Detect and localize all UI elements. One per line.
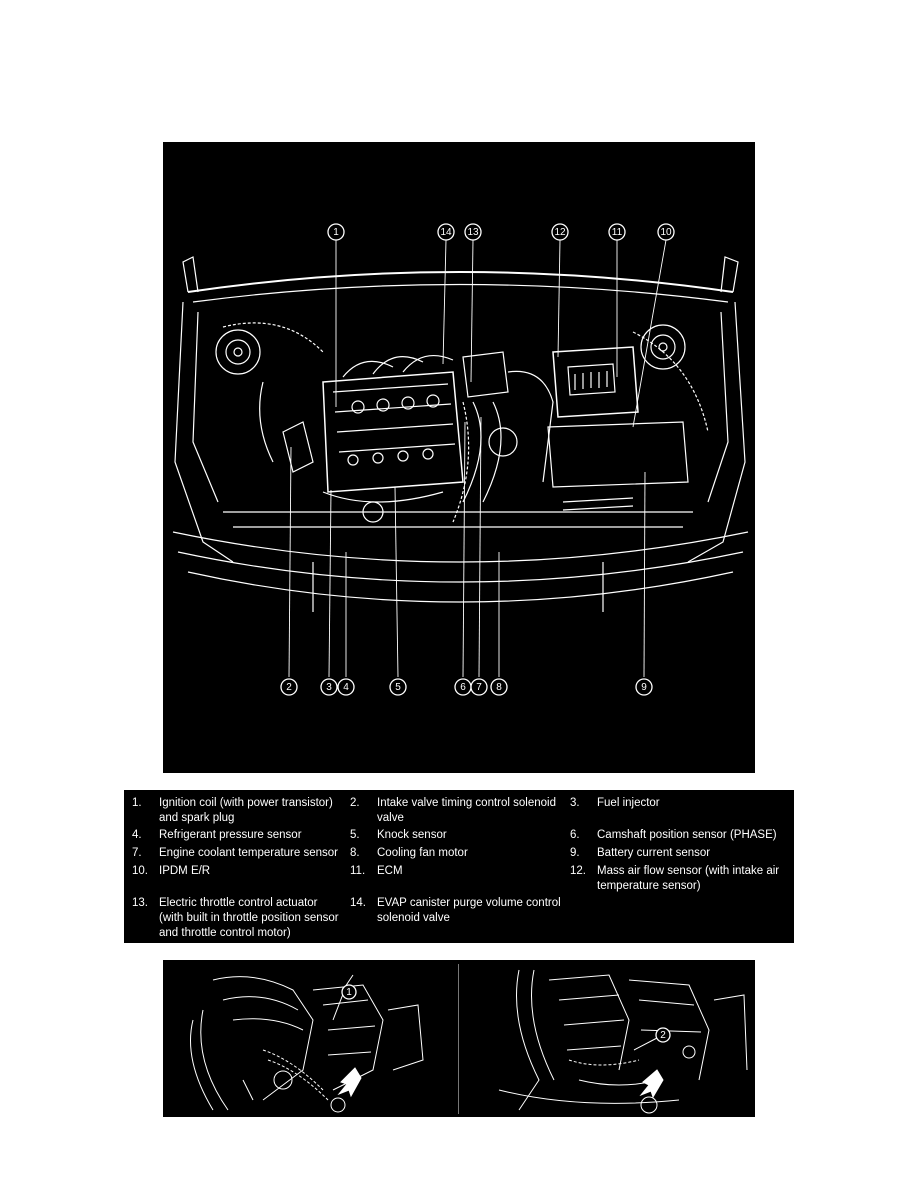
legend-text: EVAP canister purge volume control solen… [377,897,561,924]
detail-right-drawing: 2 [498,969,748,1114]
callout-circle [437,223,455,241]
callout-number: 2 [660,1030,666,1041]
legend-number: 9. [570,847,580,859]
detail-left-drawing: 1 [190,974,424,1113]
legend-text: Cooling fan motor [377,847,468,859]
component-legend: 1. Ignition coil (with power transistor)… [124,790,794,943]
callout-number: 1 [346,987,352,998]
legend-number: 14. [350,897,366,909]
callout-circle [657,223,675,241]
callout-circle [551,223,569,241]
detail-left-callout: 1 [341,984,357,1000]
callout-number: 9 [641,682,647,693]
callout-circle [608,223,626,241]
callout-circle [470,678,488,696]
callout-circle [341,984,357,1000]
callout-number: 4 [343,682,349,693]
legend-text: Mass air flow sensor (with intake air te… [597,865,780,892]
callout-number: 1 [333,227,339,238]
legend-number: 12. [570,865,586,877]
legend-text: Camshaft position sensor (PHASE) [597,829,777,841]
legend-number: 5. [350,829,360,841]
legend-number: 7. [132,847,142,859]
callout-number: 13 [467,227,479,238]
callouts-top: 1 14 13 12 11 10 [327,223,675,241]
callout-circle [337,678,355,696]
callout-circle [280,678,298,696]
callout-number: 2 [286,682,292,693]
legend-text: Battery current sensor [597,847,711,859]
callout-number: 3 [326,682,332,693]
legend-text: ECM [377,865,403,877]
callout-number: 11 [612,227,623,238]
arrow-icon [639,1069,664,1099]
arrow-icon [337,1067,362,1098]
legend-text: Ignition coil (with power transistor) an… [159,797,333,824]
callout-circle [464,223,482,241]
legend-text: Intake valve timing control solenoid val… [377,797,556,824]
callout-number: 12 [554,227,566,238]
legend-text: Electric throttle control actuator (with… [159,897,339,939]
legend-number: 8. [350,847,360,859]
callout-circle [320,678,338,696]
callout-circle [490,678,508,696]
legend-number: 1. [132,797,142,809]
legend-number: 2. [350,797,360,809]
callout-circle [655,1027,671,1043]
callout-circle [389,678,407,696]
legend-number: 13. [132,897,148,909]
legend-text: Refrigerant pressure sensor [159,829,302,841]
legend-text: Fuel injector [597,797,660,809]
callout-number: 14 [440,227,452,238]
callout-number: 10 [660,227,672,238]
callout-circle [635,678,653,696]
callout-circle [327,223,345,241]
legend-number: 10. [132,865,148,877]
legend-text: IPDM E/R [159,865,211,877]
detail-right-callout: 2 [655,1027,671,1043]
legend-number: 6. [570,829,580,841]
legend-text: Knock sensor [377,829,447,841]
legend-text: Engine coolant temperature sensor [159,847,338,859]
detail-divider [458,964,459,1114]
legend-number: 11. [350,865,366,877]
callout-number: 7 [476,682,482,693]
callout-number: 5 [395,682,401,693]
callout-number: 6 [460,682,466,693]
legend-number: 3. [570,797,580,809]
callout-number: 8 [496,682,502,693]
legend-number: 4. [132,829,142,841]
detail-view-right: 2 [459,960,755,1117]
detail-view-left: 1 [163,960,459,1117]
